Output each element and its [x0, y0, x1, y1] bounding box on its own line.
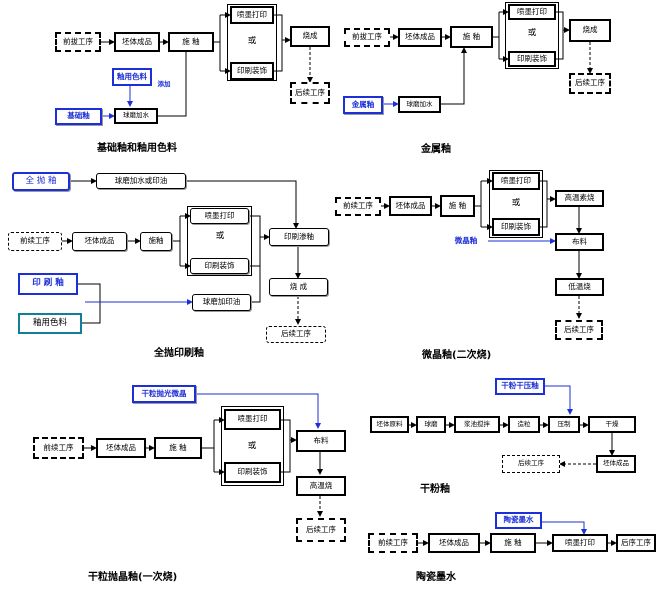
d4-cloth-material: 布料 — [555, 233, 604, 251]
d3-print-glaze: 印 刷 釉 — [18, 273, 78, 295]
d2-or: 或 — [527, 28, 537, 39]
d1-body-product: 坯体成品 — [114, 32, 160, 52]
d4-body-product: 坯体成品 — [389, 196, 432, 216]
d7-pre-process: 前续工序 — [368, 533, 418, 553]
d5-post-process: 后续工序 — [296, 518, 346, 542]
d4-inkjet: 喷墨打印 — [492, 172, 540, 190]
d3-post-process: 后续工序 — [266, 326, 326, 343]
d7-glaze: 施 釉 — [490, 533, 536, 553]
d2-firing: 烧成 — [569, 19, 611, 42]
d1-caption: 基础釉和釉用色料 — [97, 143, 177, 154]
d2-ball-mill: 球磨加水 — [398, 96, 441, 113]
d5-high-temp-firing: 高温烧 — [296, 476, 346, 496]
d2-body-product: 坯体成品 — [398, 28, 442, 47]
d6-caption: 干粉釉 — [420, 484, 450, 495]
d5-pre-process: 前续工序 — [33, 437, 84, 459]
d6-drying: 干燥 — [588, 416, 636, 433]
d3-ball-mill-oil: 球磨加水或印油 — [96, 173, 186, 189]
d6-granulation: 造粒 — [508, 416, 540, 433]
d3-ball-mill-print-oil: 球磨加印油 — [192, 294, 251, 311]
d6-dry-powder-press-glaze: 干粉干压釉 — [495, 378, 545, 395]
d2-print-deco: 印刷装饰 — [508, 51, 556, 67]
d2-metal-glaze: 金属釉 — [343, 96, 383, 114]
d3-option-group — [187, 206, 252, 276]
d4-option-group — [489, 170, 543, 238]
d2-glaze: 施 釉 — [450, 26, 493, 48]
d4-micro-glaze: 微晶釉 — [454, 235, 478, 245]
d7-caption: 陶瓷墨水 — [416, 572, 456, 583]
d7-body-product: 坯体成品 — [428, 533, 480, 553]
d3-print-seep-glaze: 印刷渗釉 — [269, 228, 329, 246]
d6-connectors — [409, 422, 615, 467]
d3-body-product: 坯体成品 — [72, 232, 127, 251]
d1-base-glaze: 基础釉 — [55, 108, 102, 125]
d4-post-process: 后续工序 — [555, 320, 603, 340]
d1-glaze: 施 釉 — [168, 32, 214, 52]
d3-connectors — [62, 178, 301, 325]
d1-ball-mill: 球磨加水 — [114, 108, 158, 124]
d6-dry-arrow — [545, 385, 573, 415]
d3-or: 或 — [215, 231, 225, 242]
d5-print-deco: 印刷装饰 — [224, 462, 281, 483]
d6-ball-mill: 球磨 — [416, 416, 446, 433]
d3-pre-process: 前续工序 — [8, 232, 62, 251]
d4-pre-process: 前续工序 — [335, 197, 381, 216]
d1-post-process: 后续工序 — [290, 82, 330, 104]
d5-dry-grain-polish-micro: 干粒抛光微晶 — [132, 385, 196, 403]
d6-post-process: 后续工序 — [502, 455, 560, 473]
d1-connectors — [101, 12, 313, 117]
d3-full-polish-glaze: 全 抛 釉 — [12, 172, 70, 191]
d6-pressing: 压制 — [548, 416, 580, 433]
d2-connectors — [390, 9, 593, 105]
d1-glaze-colorant: 釉用色料 — [112, 68, 152, 86]
d4-glaze: 施 釉 — [440, 195, 475, 217]
d6-body-product: 坯体成品 — [596, 455, 636, 473]
d2-inkjet: 喷墨打印 — [508, 4, 556, 20]
d2-caption: 金属釉 — [421, 144, 451, 155]
d7-inkjet: 喷墨打印 — [552, 534, 608, 552]
d4-caption: 微晶釉(二次烧) — [422, 350, 492, 361]
d5-cloth-material: 布料 — [296, 430, 346, 452]
d7-ceramic-ink: 陶瓷墨水 — [495, 512, 542, 529]
d4-print-deco: 印刷装饰 — [492, 218, 540, 236]
d5-connectors — [84, 417, 323, 517]
d4-or: 或 — [511, 198, 521, 209]
d3-firing: 烧 成 — [269, 278, 328, 296]
d5-dry-arrow — [196, 393, 321, 429]
d5-caption: 干粒抛晶釉(一次烧) — [88, 572, 178, 583]
d3-caption: 全抛印刷釉 — [154, 348, 204, 359]
d3-glaze-colorant: 釉用色料 — [18, 313, 82, 334]
d2-option-group — [505, 2, 559, 69]
d5-inkjet: 喷墨打印 — [224, 409, 281, 430]
d1-firing: 烧成 — [290, 26, 330, 47]
d5-option-group — [221, 406, 284, 486]
d5-body-product: 坯体成品 — [96, 438, 146, 458]
d4-connectors — [381, 178, 582, 319]
d3-inkjet: 喷墨打印 — [190, 208, 249, 224]
d4-high-temp-biscuit: 高温素烧 — [555, 190, 604, 207]
d1-print-deco: 印刷装饰 — [230, 62, 274, 80]
d2-post-process: 后续工序 — [569, 73, 611, 94]
d3-print-deco: 印刷装饰 — [190, 258, 249, 274]
d1-pre-process: 前拔工序 — [55, 32, 101, 52]
d5-or: 或 — [247, 441, 257, 452]
d1-add-label: 添加 — [157, 80, 171, 89]
d1-inkjet: 喷墨打印 — [230, 6, 274, 24]
d7-post-process: 后序工序 — [616, 534, 656, 552]
d5-glaze: 施 釉 — [154, 437, 202, 459]
d2-pre-process: 前拔工序 — [344, 28, 390, 47]
d1-or: 或 — [247, 36, 257, 47]
d7-ink-arrow — [542, 521, 587, 535]
d1-option-group — [227, 4, 277, 81]
d6-raw-material: 坯体原料 — [370, 416, 409, 433]
d6-slurry-stir: 浆池搅拌 — [454, 416, 500, 433]
d4-low-temp-firing: 低温烧 — [555, 278, 604, 296]
d3-glaze: 施釉 — [140, 232, 172, 251]
